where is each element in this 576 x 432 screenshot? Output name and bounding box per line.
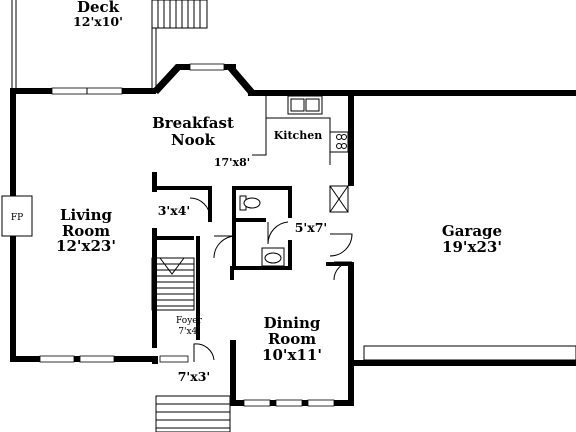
kitchen-door-icon bbox=[329, 233, 353, 257]
refrigerator-icon bbox=[329, 185, 349, 213]
foyer-name: Foyer bbox=[176, 316, 203, 326]
deck-stairs bbox=[151, 0, 208, 92]
dining-room-name-2: Room bbox=[268, 330, 316, 348]
stove-icon bbox=[336, 134, 347, 149]
kitchen-size: 17'x8' bbox=[214, 156, 250, 169]
kitchen-name: Kitchen bbox=[274, 129, 323, 142]
garage-size: 19'x23' bbox=[442, 238, 502, 256]
room-labels: Deck 12'x10' Breakfast Nook Kitchen 17'x… bbox=[56, 0, 502, 384]
staircase bbox=[151, 257, 195, 311]
bath-door-icon bbox=[267, 221, 289, 245]
closet-door-icon bbox=[189, 190, 211, 219]
doors bbox=[189, 190, 576, 362]
living-room-size: 12'x23' bbox=[56, 237, 116, 255]
front-door-icon bbox=[193, 343, 215, 362]
toilet-icon bbox=[239, 195, 261, 211]
porch-size: 7'x3' bbox=[178, 369, 211, 384]
closet-size: 3'x4' bbox=[158, 203, 191, 218]
deck-area bbox=[11, 0, 208, 92]
breakfast-nook-name-2: Nook bbox=[171, 131, 216, 149]
front-steps bbox=[155, 395, 231, 432]
windows bbox=[39, 63, 335, 407]
bathroom-fixtures bbox=[239, 195, 285, 267]
bathroom-sink-icon bbox=[261, 247, 285, 267]
sink-icon bbox=[287, 95, 323, 115]
garage-name: Garage bbox=[442, 222, 502, 240]
foyer-size: 7'x4' bbox=[178, 327, 199, 337]
deck-name: Deck bbox=[77, 0, 120, 16]
deck-size: 12'x10' bbox=[73, 14, 123, 29]
hall-door-icon bbox=[213, 235, 237, 259]
half-bath-size: 5'x7' bbox=[295, 220, 328, 235]
kitchen-fixtures bbox=[287, 95, 349, 213]
living-room-name-2: Room bbox=[62, 222, 110, 240]
fireplace: FP bbox=[1, 195, 33, 237]
garage-door-icon bbox=[333, 261, 353, 281]
garage-bay-door bbox=[363, 345, 576, 361]
breakfast-nook-name-1: Breakfast bbox=[152, 114, 234, 132]
living-room-name-1: Living bbox=[60, 206, 113, 224]
dining-room-name-1: Dining bbox=[264, 314, 321, 332]
fireplace-label: FP bbox=[11, 213, 23, 223]
dining-room-size: 10'x11' bbox=[262, 346, 322, 364]
